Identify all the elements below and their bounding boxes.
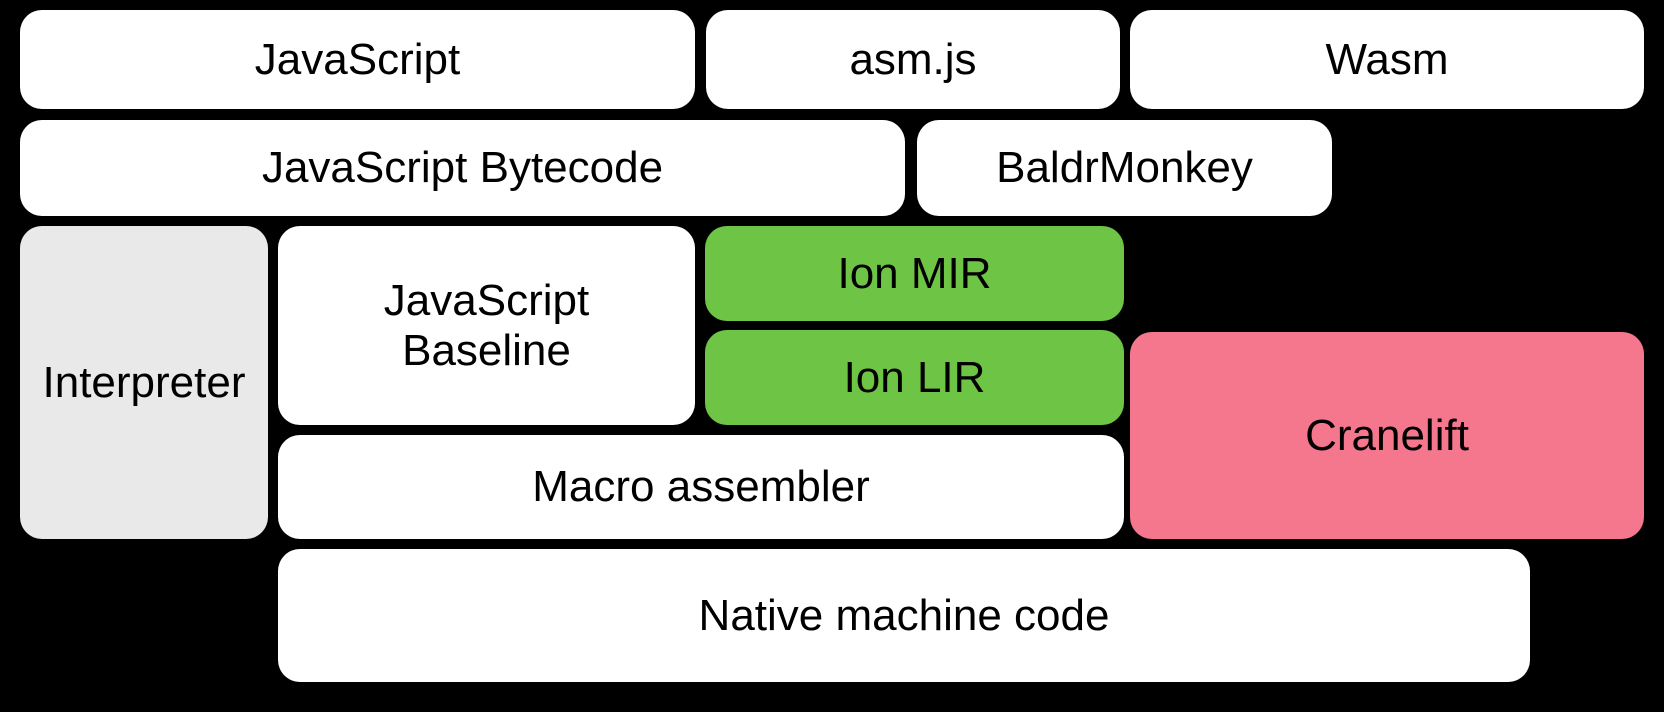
- node-label-javascript-baseline: JavaScript Baseline: [383, 276, 590, 375]
- node-wasm: Wasm: [1130, 10, 1644, 109]
- node-cranelift: Cranelift: [1130, 332, 1644, 539]
- node-ion-mir: Ion MIR: [705, 226, 1124, 321]
- node-baldrmonkey: BaldrMonkey: [917, 120, 1332, 216]
- node-label-ion-mir: Ion MIR: [837, 248, 992, 298]
- node-label-asmjs: asm.js: [849, 34, 977, 84]
- node-ion-lir: Ion LIR: [705, 330, 1124, 425]
- node-label-javascript: JavaScript: [254, 34, 461, 84]
- node-macro-assembler: Macro assembler: [278, 435, 1124, 539]
- node-label-wasm: Wasm: [1325, 34, 1449, 84]
- node-label-javascript-bytecode: JavaScript Bytecode: [261, 143, 664, 193]
- node-label-cranelift: Cranelift: [1305, 410, 1469, 460]
- node-label-interpreter: Interpreter: [42, 357, 246, 407]
- node-label-ion-lir: Ion LIR: [843, 352, 986, 402]
- node-javascript: JavaScript: [20, 10, 695, 109]
- node-javascript-bytecode: JavaScript Bytecode: [20, 120, 905, 216]
- node-native-machine-code: Native machine code: [278, 549, 1530, 682]
- node-label-baldrmonkey: BaldrMonkey: [996, 143, 1253, 193]
- node-asmjs: asm.js: [706, 10, 1120, 109]
- node-label-macro-assembler: Macro assembler: [532, 462, 870, 512]
- node-interpreter: Interpreter: [20, 226, 268, 539]
- node-label-native-machine-code: Native machine code: [698, 590, 1110, 640]
- node-javascript-baseline: JavaScript Baseline: [278, 226, 695, 425]
